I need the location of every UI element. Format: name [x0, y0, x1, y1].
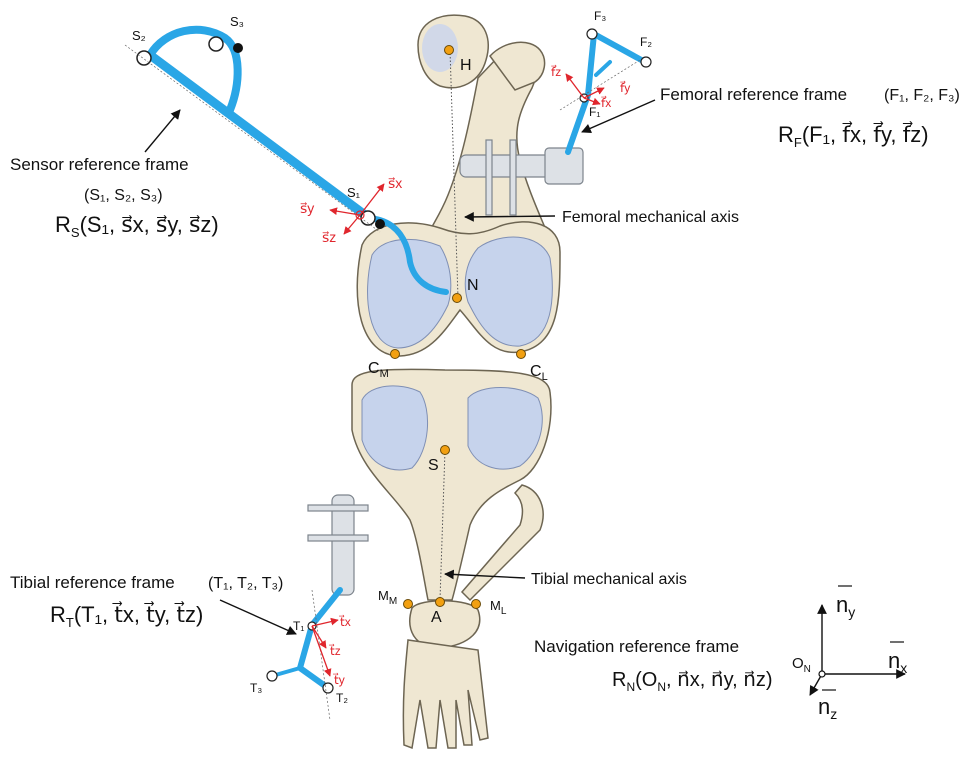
- femoral-axis-arrow: [465, 216, 555, 217]
- landmark-S: [441, 446, 450, 455]
- label-nz: nz: [818, 694, 837, 722]
- navigation-frame-equation: RN(ON, n⃗x, n⃗y, n⃗z): [612, 669, 773, 694]
- label-MM: MM: [378, 588, 397, 607]
- femoral-frame-equation: RF(F₁, f⃗x, f⃗y, f⃗z): [778, 121, 929, 150]
- label-ML: ML: [490, 598, 507, 617]
- landmark-ML: [472, 600, 481, 609]
- label-S3: S₃: [230, 14, 244, 29]
- tibial-tracker: [267, 495, 368, 720]
- landmark-CL: [517, 350, 526, 359]
- label-A: A: [431, 609, 442, 626]
- label-nx: nx: [888, 648, 907, 676]
- tibial-frame-points: (T₁, T₂, T₃): [208, 575, 283, 592]
- landmark-CM: [391, 350, 400, 359]
- label-S: S: [428, 457, 439, 474]
- sensor-caption-arrow: [145, 110, 180, 152]
- navigation-frame-caption: Navigation reference frame: [534, 637, 739, 656]
- sensor-frame-points: (S₁, S₂, S₃): [84, 187, 163, 204]
- label-ON: ON: [792, 655, 811, 675]
- label-S1: S₁: [347, 185, 361, 200]
- tibial-axis-caption: Tibial mechanical axis: [531, 571, 687, 588]
- label-tz: t⃗z: [329, 643, 341, 658]
- label-F3: F₃: [594, 9, 606, 23]
- label-F1: F₁: [589, 105, 600, 119]
- label-T1: T₁: [293, 619, 304, 633]
- tibial-frame-equation: RT(T₁, t⃗x, t⃗y, t⃗z): [50, 601, 203, 630]
- label-ny: ny: [836, 592, 855, 620]
- landmark-H: [445, 46, 454, 55]
- label-F2: F₂: [640, 35, 652, 49]
- label-sz: s⃗z: [322, 229, 336, 245]
- landmark-A: [436, 598, 445, 607]
- landmark-MM: [404, 600, 413, 609]
- femoral-frame-caption: Femoral reference frame: [660, 85, 847, 104]
- landmark-N: [453, 294, 462, 303]
- tibial-frame-caption: Tibial reference frame: [10, 573, 175, 592]
- femoral-frame-points: (F₁, F₂, F₃): [884, 87, 960, 104]
- label-sx: s⃗x: [388, 175, 402, 191]
- label-fx: f⃗x: [601, 95, 611, 110]
- label-T2: T₂: [336, 691, 348, 705]
- label-S2: S₂: [132, 28, 146, 43]
- tibial-caption-arrow: [220, 600, 296, 634]
- tibia: [352, 369, 551, 748]
- label-fy: f⃗y: [620, 80, 630, 95]
- label-ty: t⃗y: [333, 672, 345, 687]
- label-fz: f⃗z: [551, 64, 561, 79]
- label-H: H: [460, 57, 472, 74]
- femoral-axis-caption: Femoral mechanical axis: [562, 209, 739, 226]
- label-N: N: [467, 277, 479, 294]
- sensor-frame-equation: RS(S₁, s⃗x, s⃗y, s⃗z): [55, 212, 219, 240]
- label-sy: s⃗y: [300, 200, 314, 216]
- sensor-frame-caption: Sensor reference frame: [10, 155, 189, 174]
- label-tx: t⃗x: [339, 614, 351, 629]
- label-T3: T₃: [250, 681, 262, 695]
